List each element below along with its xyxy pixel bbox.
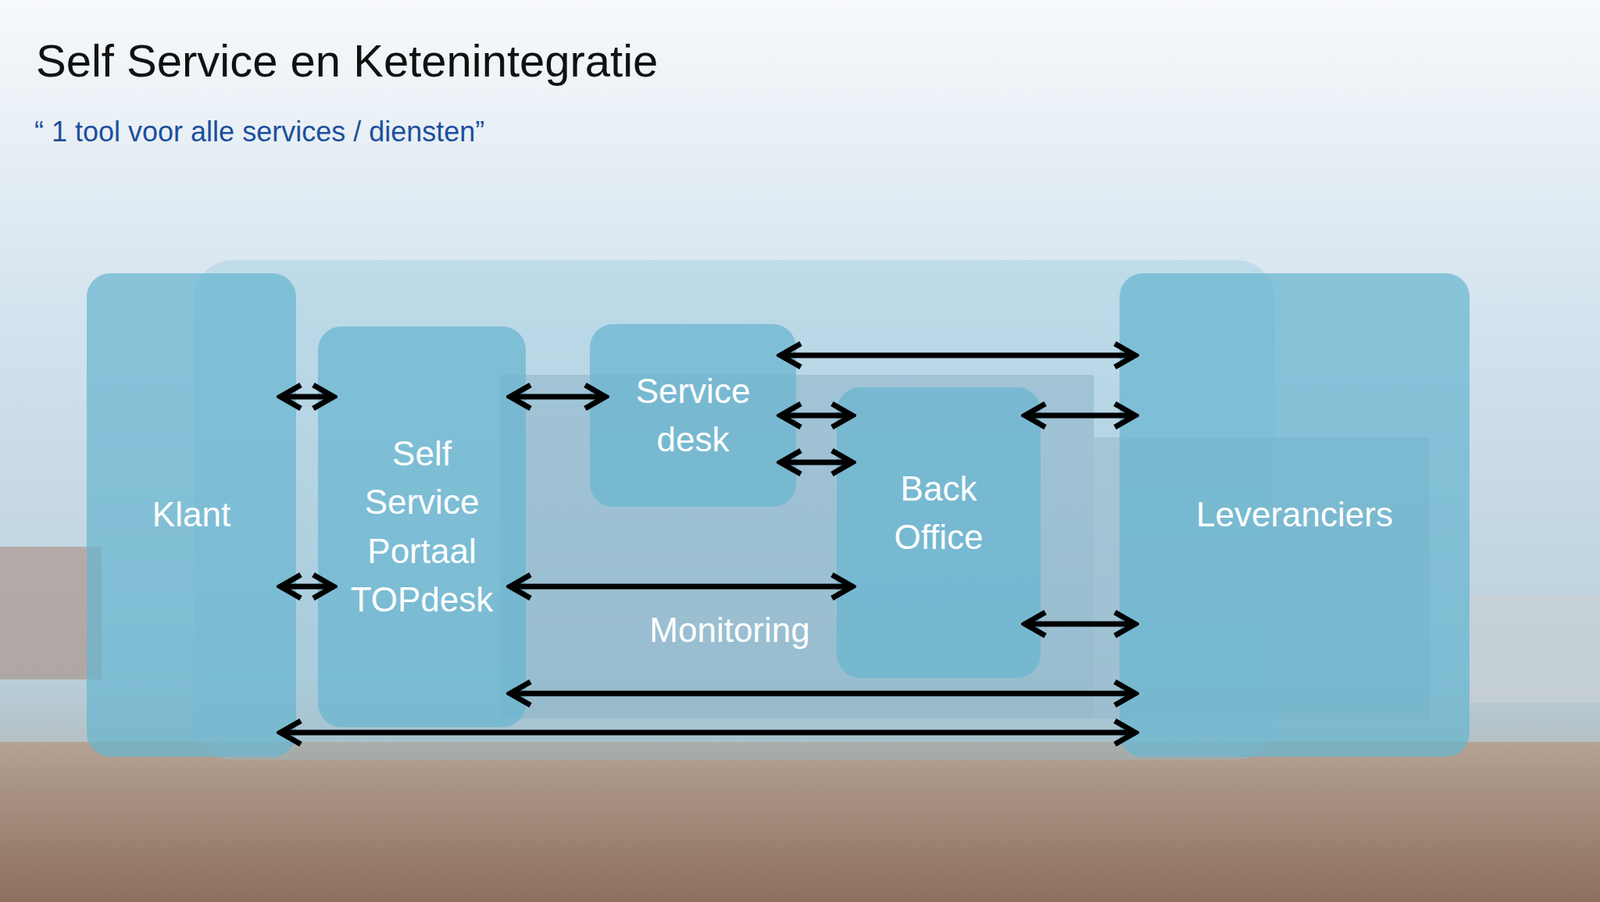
subtitle-quote: “ 1 tool voor alle services / diensten”: [34, 115, 485, 149]
double-arrow: [1025, 413, 1136, 419]
double-arrow: [280, 394, 334, 400]
double-arrow: [780, 460, 853, 466]
box-label: Leveranciers: [1196, 490, 1393, 540]
background-band: [193, 260, 1275, 761]
process-box: Service desk: [589, 324, 797, 508]
box-label: Klant: [152, 490, 231, 540]
slide-title: Self Service en Ketenintegratie: [35, 34, 658, 87]
double-arrow: [280, 730, 1136, 736]
double-arrow: [1025, 621, 1136, 628]
double-arrow: [280, 584, 334, 590]
double-arrow: [780, 353, 1136, 359]
box-label: Service desk: [622, 367, 764, 465]
pavement: [0, 742, 1600, 902]
box-label: Self Service Portaal TOPdesk: [343, 429, 500, 625]
tram: [1468, 593, 1600, 704]
double-arrow: [510, 584, 853, 590]
double-arrow: [780, 413, 853, 419]
box-label: Back Office: [868, 464, 1010, 563]
double-arrow: [510, 394, 606, 400]
process-box: Leveranciers: [1119, 273, 1470, 758]
double-arrow: [510, 691, 1136, 697]
process-box: Back Office: [836, 387, 1041, 679]
edge-label: Monitoring: [649, 610, 810, 650]
process-box: Self Service Portaal TOPdesk: [317, 326, 526, 728]
process-box: Klant: [86, 273, 297, 758]
